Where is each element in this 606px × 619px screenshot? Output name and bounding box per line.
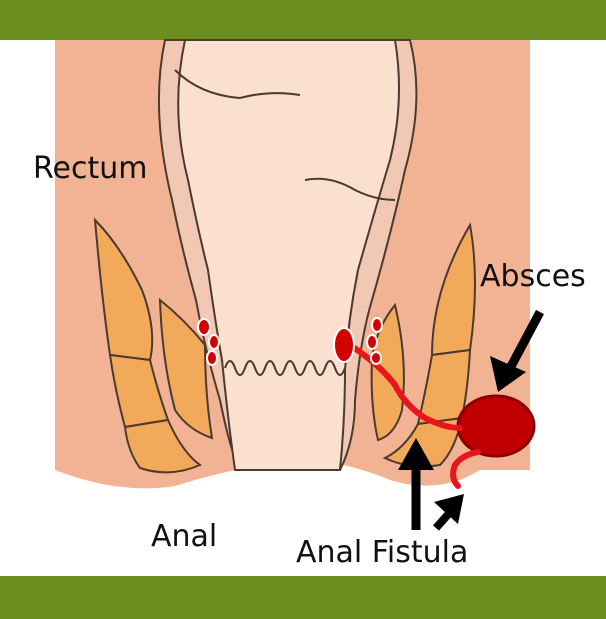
- anal-glands-right: [333, 317, 383, 365]
- anal-glands-left: [197, 318, 220, 366]
- mucosal-fold-left: [174, 69, 301, 99]
- fistula-tract-external: [450, 449, 481, 489]
- arrow-to-fistula-tract: [398, 438, 434, 530]
- fistula-tract: [347, 342, 463, 431]
- anal-label: Anal: [151, 519, 218, 554]
- bottom-banner: [0, 576, 606, 619]
- left-sphincter-muscles: [93, 217, 214, 474]
- abscess: [456, 394, 536, 458]
- arrow-to-external-opening: [433, 494, 464, 531]
- dentate-line: [224, 360, 346, 376]
- top-banner: [0, 0, 606, 40]
- anal-fistula-label: Anal Fistula: [296, 535, 469, 570]
- rectum-label: Rectum: [33, 151, 148, 186]
- arrow-to-abscess: [490, 309, 544, 392]
- abscess-label: Absces: [480, 259, 586, 294]
- mucosal-fold-right: [304, 177, 396, 201]
